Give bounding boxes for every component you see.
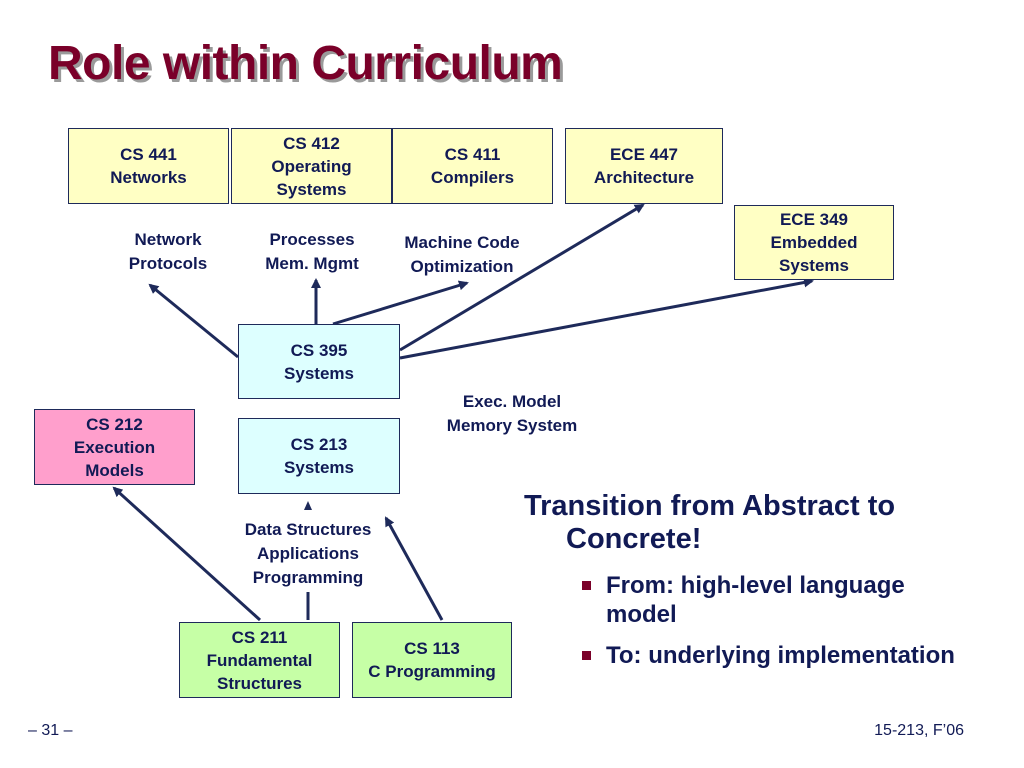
course-code: ECE 447 [609, 145, 679, 164]
bullet-item: From: high-level language model [582, 571, 982, 629]
course-code: CS 113 [404, 639, 460, 658]
arrow-cs113-to-cs213 [384, 516, 444, 621]
label-processes: Processes Mem. Mgmt [265, 230, 359, 273]
course-code: CS 213 [290, 435, 348, 454]
course-name: Systems [779, 256, 849, 275]
course-box-cs211: CS 211 Fundamental Structures [179, 622, 340, 698]
course-name: Execution [73, 437, 156, 457]
course-name: Fundamental [206, 650, 313, 670]
course-box-cs113: CS 113 C Programming [352, 622, 512, 698]
course-name: Structures [216, 673, 303, 693]
bullet-list: From: high-level language model To: unde… [582, 571, 982, 682]
course-box-cs412: CS 412 Operating Systems [231, 128, 392, 204]
course-name: Embedded [770, 233, 858, 252]
arrow-cs395-to-ece447 [399, 203, 645, 352]
course-box-cs441: CS 441 Networks [68, 128, 229, 204]
course-name: Architecture [593, 168, 695, 187]
course-name: Operating [271, 156, 352, 176]
course-name: Systems [276, 179, 347, 199]
label-machine-code: Machine Code Optimization [404, 233, 520, 276]
arrow-cs211-to-cs212 [112, 486, 262, 622]
course-name: C Programming [368, 662, 496, 681]
label-network-protocols: Network Protocols [128, 230, 208, 273]
course-box-ece349: ECE 349 Embedded Systems [734, 205, 894, 280]
course-code: ECE 349 [779, 210, 849, 229]
bullet-square-icon [582, 651, 591, 660]
course-code: CS 441 [120, 145, 177, 164]
course-box-cs212: CS 212 Execution Models [34, 409, 195, 485]
label-exec-model: Exec. Model Memory System [446, 392, 578, 435]
bullet-square-icon [582, 581, 591, 590]
course-code: CS 212 [86, 414, 143, 434]
course-name: Systems [284, 458, 354, 477]
page-title: Role within Curriculum [48, 37, 563, 90]
course-footer: 15-213, F’06 [874, 722, 964, 739]
bullet-item: To: underlying implementation [582, 641, 982, 670]
course-box-cs395: CS 395 Systems [238, 324, 400, 399]
course-name: Systems [284, 363, 354, 383]
course-name: Compilers [430, 168, 515, 187]
arrow-cs395-to-ece349 [399, 277, 814, 360]
course-code: CS 412 [283, 133, 340, 153]
course-name: Models [85, 460, 144, 480]
arrowhead-to-cs213 [304, 501, 312, 510]
course-name: Networks [110, 168, 187, 187]
arrow-cs395-to-machine-code [332, 280, 469, 326]
course-box-cs411: CS 411 Compilers [392, 128, 553, 204]
course-code: CS 411 [444, 145, 501, 164]
course-box-cs213: CS 213 Systems [238, 418, 400, 494]
arrow-cs395-to-network-protocols [148, 283, 239, 359]
slide-heading: Transition from Abstract to Concrete! [524, 490, 896, 555]
course-box-ece447: ECE 447 Architecture [565, 128, 723, 204]
page-number: – 31 – [28, 722, 73, 739]
course-code: CS 395 [290, 340, 348, 360]
label-data-structures: Data Structures Applications Programming [244, 520, 372, 587]
course-code: CS 211 [231, 627, 288, 647]
